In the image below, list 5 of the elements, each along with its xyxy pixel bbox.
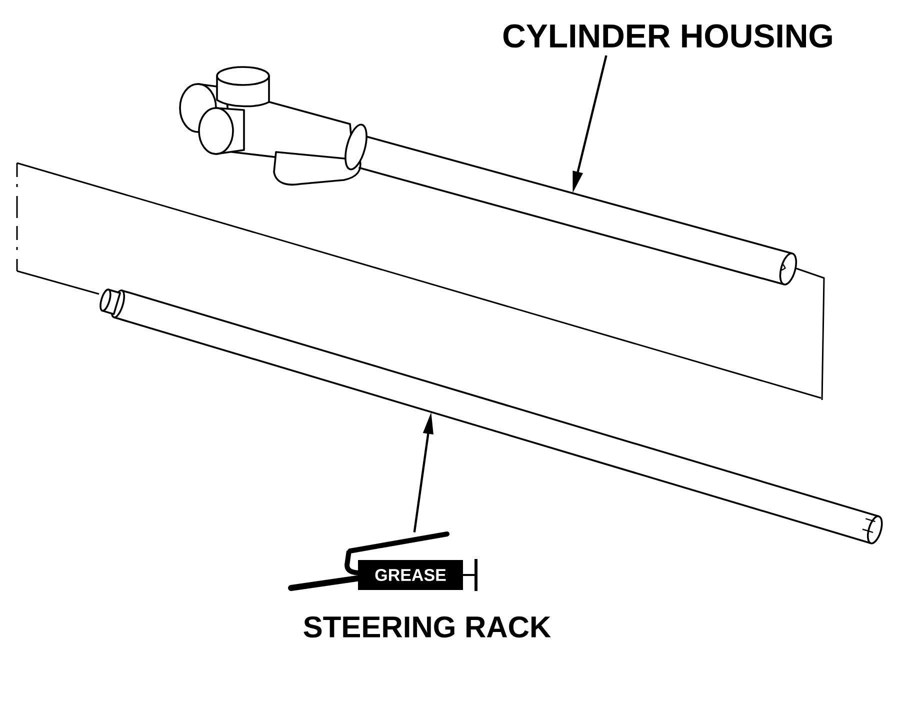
steering-rack (100, 288, 883, 544)
cylinder-housing (179, 66, 798, 286)
part-label: CYLINDER HOUSING (503, 24, 832, 48)
part-label: STEERING RACK (304, 616, 551, 638)
grease-gun: GREASE (288, 531, 478, 591)
